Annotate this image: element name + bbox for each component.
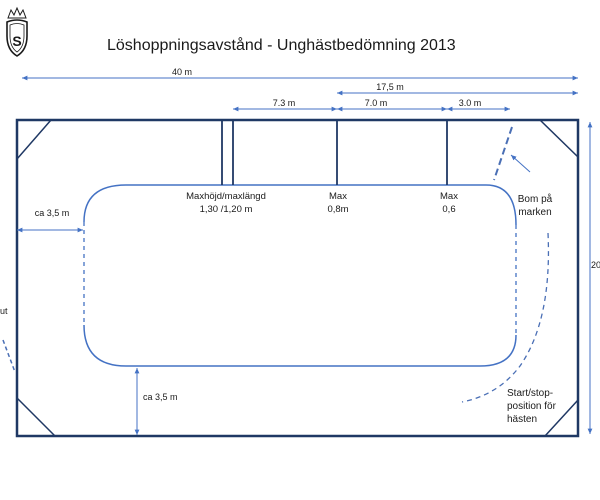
dimension-gap3-label: 3.0 m	[459, 98, 482, 108]
ground-pole-label-line1: Bom på	[518, 193, 553, 205]
ground-pole	[493, 126, 513, 181]
corner-bottom-right	[544, 399, 579, 437]
logo-letter: S	[12, 33, 21, 49]
track-path	[83, 184, 517, 367]
dimension-gap1-label: 7.3 m	[273, 98, 296, 108]
corner-top-left	[16, 119, 52, 160]
corner-bottom-left	[16, 397, 56, 437]
start-stop-label-line3: hästen	[507, 414, 537, 425]
page-title: Löshoppningsavstånd - Unghästbedömning 2…	[107, 36, 456, 54]
dimension-right-span-label: 17,5 m	[376, 82, 404, 92]
dimension-gap2-label: 7.0 m	[365, 98, 388, 108]
exit-dashed	[2, 339, 16, 373]
dimension-height-label: 20	[591, 260, 600, 270]
jump1-name: Maxhöjd/maxlängd	[186, 191, 266, 202]
corner-top-right	[539, 119, 579, 158]
jump3-value: 0,6	[442, 204, 455, 215]
arena-outline	[15, 118, 580, 438]
dimension-side-label: ca 3,5 m	[35, 208, 70, 218]
jump3-name: Max	[440, 191, 458, 202]
dimension-width-label: 40 m	[172, 67, 192, 77]
start-stop-curve	[461, 232, 550, 403]
ground-pole-arrow	[510, 154, 531, 173]
jump2-name: Max	[329, 191, 347, 202]
start-stop-label-line2: position för	[507, 401, 557, 412]
jump1-value: 1,30 /1,20 m	[200, 204, 253, 215]
exit-label: ut	[0, 306, 8, 316]
start-stop-label-line1: Start/stop-	[507, 388, 553, 399]
crown-shield-logo: S	[6, 6, 28, 57]
dimension-bottom-label: ca 3,5 m	[143, 392, 178, 402]
ground-pole-label-line2: marken	[518, 207, 551, 218]
jump2-value: 0,8m	[327, 204, 348, 215]
